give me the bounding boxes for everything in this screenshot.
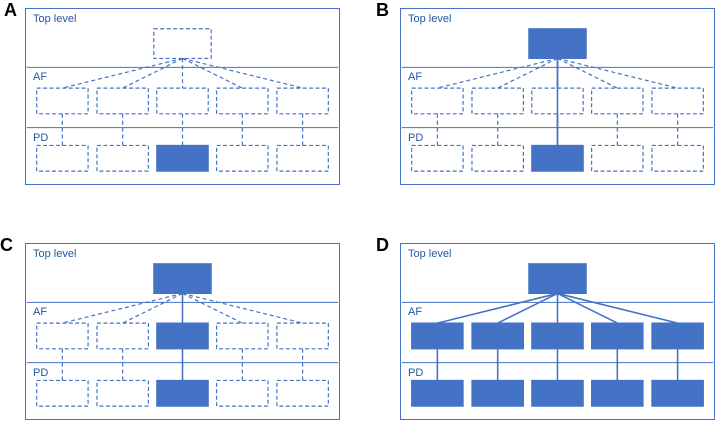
pd-box-1 (411, 144, 464, 172)
panel-d: Top level AF PD (400, 243, 715, 420)
af-box-5 (651, 322, 704, 350)
pd-label: PD (33, 132, 49, 144)
af-box-3 (156, 322, 209, 350)
pd-box-3 (156, 379, 209, 407)
pd-label: PD (408, 132, 424, 144)
af-label: AF (408, 306, 423, 318)
link-top-af-2 (497, 292, 558, 324)
pd-box-3 (531, 144, 584, 172)
af-box-3 (531, 322, 584, 350)
top-level-label: Top level (33, 13, 77, 25)
link-top-af-2 (122, 57, 183, 89)
top-level-box (153, 263, 212, 295)
link-top-af-1 (62, 292, 183, 324)
link-top-af-4 (182, 292, 243, 324)
af-box-5 (276, 87, 329, 115)
af-box-1 (411, 87, 464, 115)
panel-d-diagram (401, 263, 714, 407)
pd-box-2 (96, 379, 149, 407)
link-top-af-2 (122, 292, 183, 324)
af-box-2 (471, 87, 524, 115)
panel-b-diagram (401, 28, 714, 172)
pd-box-5 (651, 379, 704, 407)
pd-box-3 (156, 144, 209, 172)
top-level-box (153, 28, 212, 60)
af-box-3 (531, 87, 584, 115)
panel-letter-c: C (0, 235, 13, 255)
link-top-af-2 (497, 57, 558, 89)
pd-box-4 (591, 144, 644, 172)
af-box-3 (156, 87, 209, 115)
pd-box-2 (471, 144, 524, 172)
pd-box-3 (531, 379, 584, 407)
af-box-2 (471, 322, 524, 350)
af-box-1 (36, 322, 89, 350)
pd-box-2 (96, 144, 149, 172)
link-top-af-1 (437, 57, 558, 89)
panel-letter-a: A (4, 0, 17, 20)
link-top-af-4 (557, 57, 618, 89)
af-label: AF (33, 306, 48, 318)
af-label: AF (33, 71, 48, 83)
pd-label: PD (33, 367, 49, 379)
top-level-label: Top level (408, 248, 452, 260)
af-box-2 (96, 322, 149, 350)
link-top-af-1 (437, 292, 558, 324)
af-box-4 (591, 322, 644, 350)
af-box-2 (96, 87, 149, 115)
pd-box-1 (411, 379, 464, 407)
pd-box-1 (36, 379, 89, 407)
top-level-box (528, 28, 587, 60)
pd-box-4 (591, 379, 644, 407)
af-box-1 (36, 87, 89, 115)
af-box-4 (591, 87, 644, 115)
link-top-af-1 (62, 57, 183, 89)
af-label: AF (408, 71, 423, 83)
pd-box-2 (471, 379, 524, 407)
link-top-af-4 (182, 57, 243, 89)
link-top-af-5 (182, 292, 303, 324)
pd-box-5 (276, 379, 329, 407)
af-box-5 (651, 87, 704, 115)
link-top-af-5 (182, 57, 303, 89)
pd-box-1 (36, 144, 89, 172)
top-level-label: Top level (408, 13, 452, 25)
link-top-af-4 (557, 292, 618, 324)
link-top-af-5 (557, 57, 678, 89)
panel-a-diagram (26, 28, 339, 172)
af-box-1 (411, 322, 464, 350)
panel-c-diagram (26, 263, 339, 407)
panel-letter-d: D (376, 235, 389, 255)
panel-c: Top level AF PD (25, 243, 340, 420)
panel-letter-b: B (376, 0, 389, 20)
top-level-box (528, 263, 587, 295)
link-top-af-5 (557, 292, 678, 324)
pd-box-5 (276, 144, 329, 172)
pd-box-5 (651, 144, 704, 172)
top-level-label: Top level (33, 248, 77, 260)
af-box-4 (216, 322, 269, 350)
pd-box-4 (216, 144, 269, 172)
af-box-5 (276, 322, 329, 350)
pd-label: PD (408, 367, 424, 379)
pd-box-4 (216, 379, 269, 407)
panel-b: Top level AF PD (400, 8, 715, 185)
af-box-4 (216, 87, 269, 115)
panel-a: Top level AF PD (25, 8, 340, 185)
